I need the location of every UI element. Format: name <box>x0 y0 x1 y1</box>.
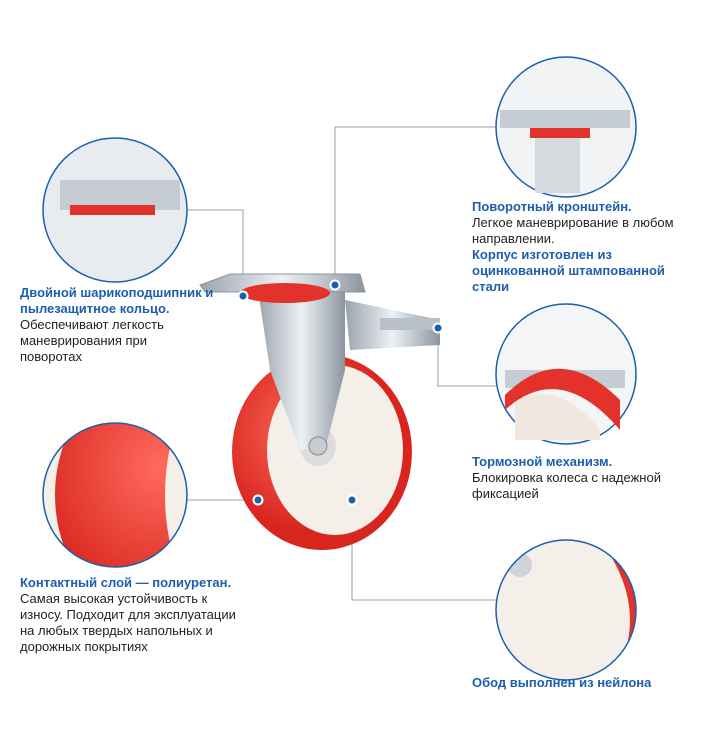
feature-heading: Двойной шарикоподшипник и пылезащитное к… <box>20 285 214 316</box>
feature-text: Самая высокая устойчивость к износу. Под… <box>20 591 236 654</box>
feature-brake: Тормозной механизм. Блокировка колеса с … <box>472 454 707 502</box>
detail-brake <box>495 303 637 445</box>
caster-wheel <box>199 273 440 550</box>
feature-heading: Обод выполнен из нейлона <box>472 675 652 690</box>
detail-swivel-bracket <box>495 56 637 198</box>
feature-heading: Контактный слой — полиуретан. <box>20 575 232 590</box>
detail-bearing <box>42 137 188 283</box>
feature-bearing: Двойной шарикоподшипник и пылезащитное к… <box>20 285 220 365</box>
feature-text: Блокировка колеса с надежной фиксацией <box>472 470 661 501</box>
feature-swivel: Поворотный кронштейн. Легкое маневрирова… <box>472 199 707 295</box>
feature-heading: Тормозной механизм. <box>472 454 613 469</box>
feature-text: Легкое маневрирование в любом направлени… <box>472 215 674 246</box>
feature-heading: Поворотный кронштейн. <box>472 199 632 214</box>
feature-text: Обеспечивают легкость маневрирования при… <box>20 317 164 364</box>
callout-dots <box>237 279 444 506</box>
detail-polyurethane <box>42 422 188 568</box>
feature-heading-2: Корпус изготовлен из оцинкованной штампо… <box>472 247 665 294</box>
feature-nylon-rim: Обод выполнен из нейлона <box>472 675 707 691</box>
feature-polyurethane: Контактный слой — полиуретан. Самая высо… <box>20 575 250 655</box>
